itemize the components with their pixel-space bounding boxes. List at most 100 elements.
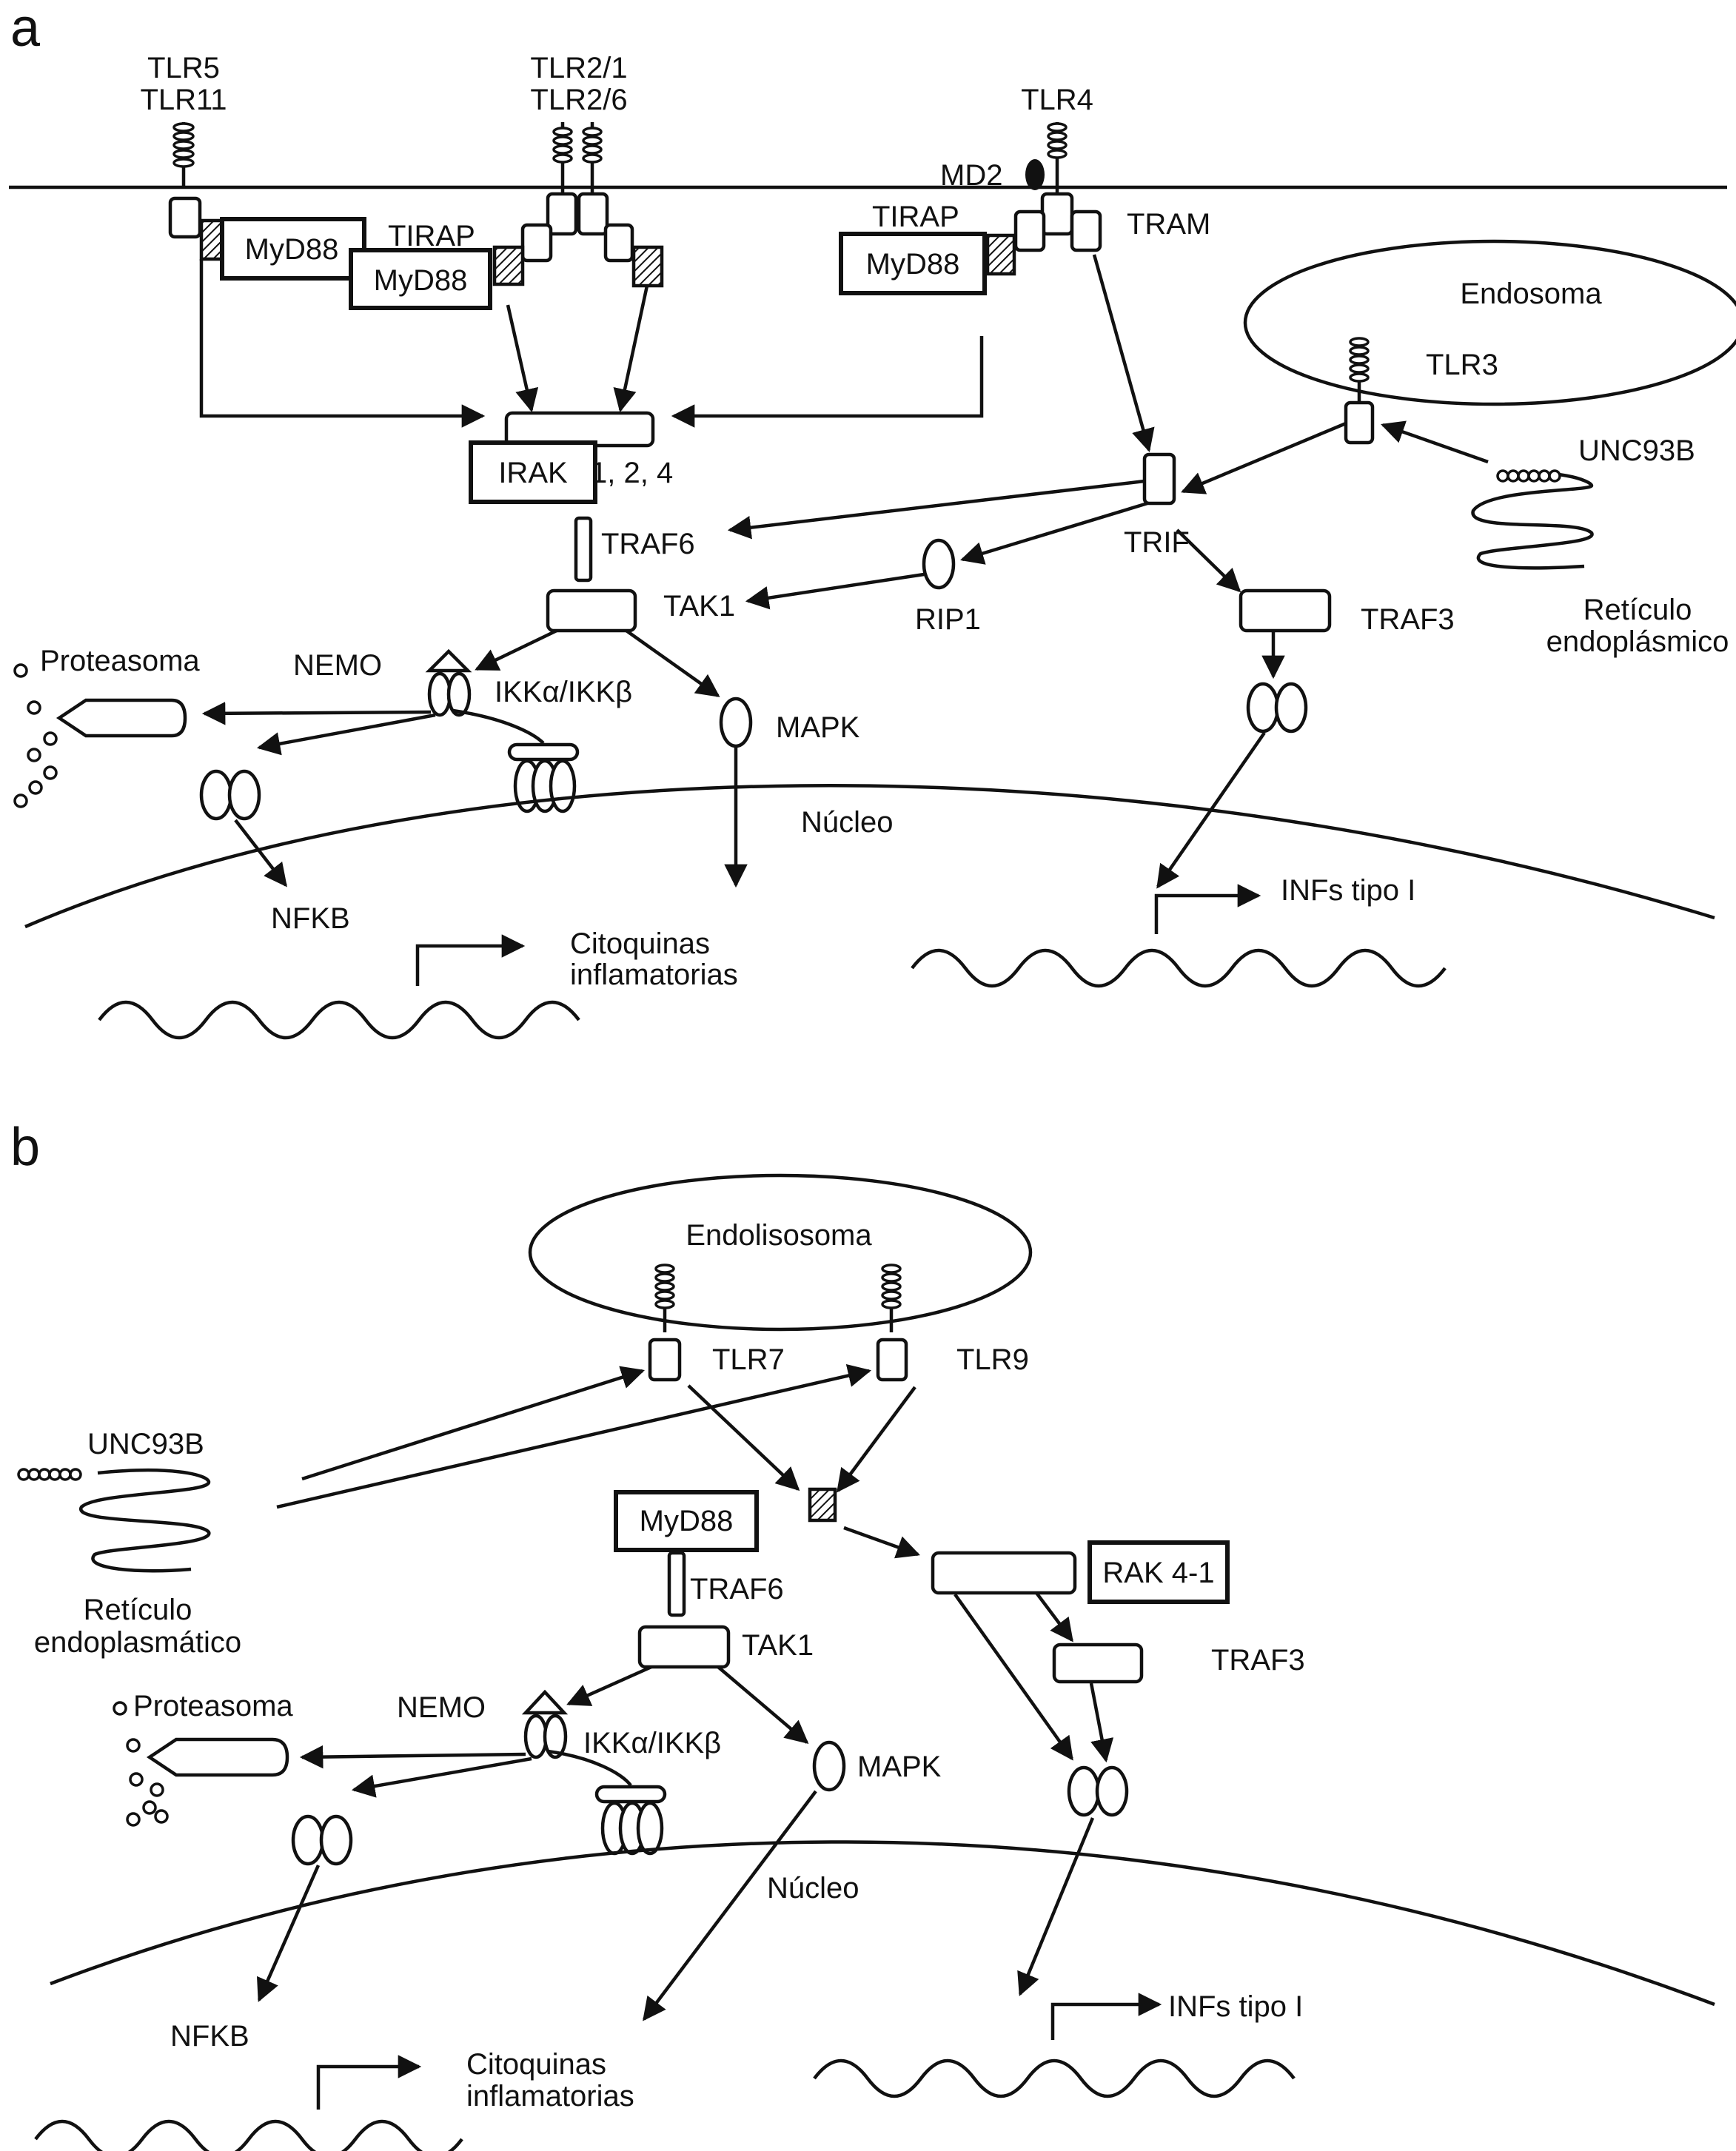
- citoquinas-a-line2: inflamatorias: [570, 959, 738, 991]
- traf6-b: [667, 1551, 686, 1617]
- promoter-arrow-a-left: [415, 934, 526, 986]
- tlr2-1-label: TLR2/1: [530, 52, 627, 84]
- irf-b-right: [1095, 1765, 1129, 1817]
- tlr9-label: TLR9: [956, 1343, 1029, 1376]
- reticulo-a-line2: endoplásmico: [1546, 625, 1729, 658]
- dna-b-left: [34, 2119, 463, 2151]
- myd88-1-label: MyD88: [245, 233, 339, 266]
- nucleo-a-label: Núcleo: [801, 806, 894, 839]
- panel-b-label: b: [10, 1118, 40, 1177]
- ikk-b-label: IKKα/IKKβ: [583, 1727, 721, 1759]
- rip1-label: RIP1: [915, 603, 981, 636]
- citoquinas-b-line1: Citoquinas: [466, 2048, 606, 2081]
- mapk-a-label: MAPK: [776, 711, 860, 744]
- tlr4-receptor: [985, 122, 1102, 276]
- tak1-a-label: TAK1: [663, 590, 735, 623]
- ikk-complex-b: [521, 1689, 569, 1759]
- traf3-b: [1052, 1642, 1144, 1684]
- panel-b: b Endolisosoma TLR7 TLR9: [10, 1118, 1715, 2151]
- unc93b-a-label: UNC93B: [1578, 434, 1695, 467]
- ikk-complex-a: [425, 648, 472, 717]
- tak1-b: [637, 1625, 731, 1669]
- irak4-b-label: RAK 4-1: [1102, 1557, 1214, 1589]
- tlr7-receptor: [648, 1264, 682, 1382]
- irak-label: IRAK: [498, 457, 568, 489]
- tak1-b-label: TAK1: [742, 1629, 814, 1662]
- irak-numbers-label: 1, 2, 4: [591, 457, 673, 489]
- tak1-a: [546, 588, 637, 633]
- irf-a-left: [1246, 682, 1280, 734]
- nuclear-membrane-a: [24, 784, 1715, 929]
- er-unc93b-a: [1471, 469, 1594, 570]
- arrows-a: [199, 254, 1489, 889]
- ikk-a-label: IKKα/IKKβ: [495, 676, 632, 708]
- nfkb-a-right: [227, 769, 261, 821]
- tlr5-label: TLR5: [147, 52, 220, 84]
- nucleo-b-label: Núcleo: [767, 1872, 859, 1905]
- traf3-b-label: TRAF3: [1211, 1644, 1305, 1677]
- traf6-b-label: TRAF6: [690, 1573, 784, 1605]
- myd88-b-label: MyD88: [640, 1505, 734, 1537]
- citoquinas-a-line1: Citoquinas: [570, 927, 710, 960]
- promoter-arrow-b-right: [1050, 1993, 1162, 2040]
- myd88-box-2: [349, 248, 492, 310]
- traf3-a: [1239, 588, 1332, 633]
- tlr4-label: TLR4: [1021, 84, 1093, 116]
- dna-a-right: [911, 948, 1447, 988]
- dna-b-right: [813, 2058, 1296, 2098]
- md2-label: MD2: [940, 159, 1002, 192]
- arrows-b: [256, 1364, 1114, 2021]
- rip1-a: [922, 538, 956, 590]
- traf3-a-label: TRAF3: [1361, 603, 1455, 636]
- unc93b-b-label: UNC93B: [87, 1428, 204, 1460]
- mapk-a: [719, 697, 753, 748]
- myd88-box-b: [614, 1490, 759, 1552]
- infs-b-label: INFs tipo I: [1168, 1990, 1303, 2023]
- tlr3-label: TLR3: [1426, 349, 1498, 381]
- tlr9-receptor: [876, 1264, 908, 1382]
- nuclear-membrane-b: [50, 1840, 1715, 2007]
- traf6-a-label: TRAF6: [601, 528, 695, 560]
- traf6-a: [574, 516, 593, 583]
- reticulo-b-line2: endoplasmático: [34, 1626, 241, 1659]
- proteasoma-a-label: Proteasoma: [40, 645, 200, 677]
- ikb-nfkb-b: [594, 1785, 667, 1856]
- citoquinas-b-line2: inflamatorias: [466, 2080, 634, 2113]
- nemo-a-label: NEMO: [293, 649, 382, 682]
- promoter-arrow-a-right: [1154, 884, 1261, 934]
- mapk-b-label: MAPK: [857, 1751, 942, 1783]
- md2-protein: [1025, 159, 1045, 190]
- myd88-3-label: MyD88: [866, 248, 960, 281]
- irak-box: [469, 440, 597, 504]
- proteasome-b: [113, 1701, 289, 1827]
- tirap-right-label: TIRAP: [872, 201, 959, 233]
- nfkb-a-label: NFKB: [271, 902, 350, 935]
- er-unc93b-b: [17, 1468, 211, 1573]
- tlr3-receptor: [1344, 337, 1375, 445]
- infs-a-label: INFs tipo I: [1281, 874, 1415, 907]
- irak4-box-b: [1087, 1540, 1230, 1604]
- nemo-b-label: NEMO: [397, 1691, 486, 1724]
- dna-a-left: [98, 1000, 580, 1040]
- irf-b-left: [1067, 1765, 1101, 1817]
- promoter-arrow-b-left: [316, 2055, 422, 2110]
- nfkb-b-left: [291, 1814, 325, 1866]
- irak-rect-b: [931, 1551, 1077, 1595]
- panel-a-label: a: [10, 0, 41, 58]
- panel-a: a TLR5 TLR11 TLR2/1 TLR2/6 TLR4 MyD88 TI…: [9, 0, 1736, 1040]
- tlr2-receptor-dimer: [492, 122, 664, 288]
- reticulo-a-line1: Retículo: [1583, 594, 1692, 626]
- mapk-b: [812, 1740, 846, 1792]
- tirap-left-label: TIRAP: [388, 220, 475, 252]
- reticulo-b-line1: Retículo: [84, 1594, 192, 1626]
- endolisosoma-label: Endolisosoma: [686, 1219, 872, 1252]
- endolysosome: [528, 1173, 1033, 1332]
- adaptor-hatched-b: [808, 1487, 837, 1523]
- myd88-box-3: [839, 232, 987, 295]
- endosoma-label: Endosoma: [1460, 278, 1602, 310]
- nfkb-b-label: NFKB: [170, 2020, 249, 2053]
- trif-a: [1142, 452, 1176, 506]
- nfkb-a-left: [199, 769, 233, 821]
- myd88-2-label: MyD88: [374, 264, 468, 297]
